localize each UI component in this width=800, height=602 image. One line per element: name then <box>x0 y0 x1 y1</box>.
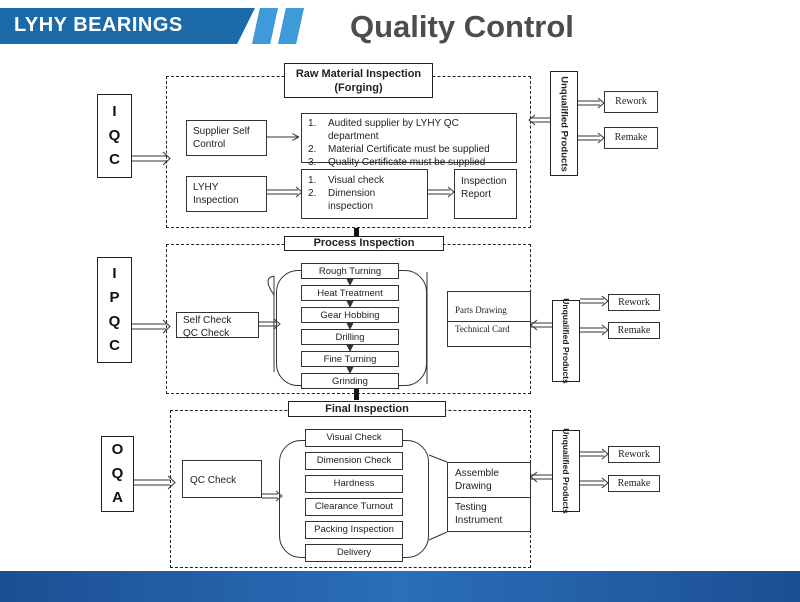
ipqc-step: Heat Treatment <box>301 285 399 301</box>
ipqc-remake-label: Remake <box>617 325 651 336</box>
footer-band <box>0 571 800 602</box>
oqa-remake-label: Remake <box>617 478 651 489</box>
iqc-letter: Q <box>108 127 121 144</box>
oqa-step: Visual Check <box>305 429 403 447</box>
ipqc-label: I P Q C <box>97 257 132 363</box>
iqc-unqualified-label: Unqualified Products <box>558 75 570 172</box>
self-check-label: Self Check <box>183 315 232 326</box>
oqa-letter: O <box>111 441 124 458</box>
technical-card-label: Technical Card <box>455 324 510 334</box>
iqc-title-line2: (Forging) <box>334 82 383 94</box>
testing-instrument-label: Testing Instrument <box>455 502 503 526</box>
oqa-letter: Q <box>111 465 124 482</box>
supplier-requirements: 1.Audited supplier by LYHY QC department… <box>301 113 517 168</box>
iqc-title-line1: Raw Material Inspection <box>295 68 422 80</box>
ipqc-rework: Rework <box>608 294 660 311</box>
oqa-rework: Rework <box>608 446 660 463</box>
supplier-self-control: Supplier Self Control <box>186 120 267 156</box>
oqa-unqualified-label: Unqualified Products <box>561 428 571 514</box>
lyhy-inspection: LYHY Inspection <box>186 176 267 212</box>
ipqc-step: Grinding <box>301 373 399 389</box>
parts-drawing-technical-card: Parts Drawing Technical Card <box>447 291 531 347</box>
ipqc-letter: C <box>109 337 120 354</box>
ipqc-letter: I <box>112 265 117 282</box>
inspection-report: Inspection Report <box>454 169 517 219</box>
ipqc-remake: Remake <box>608 322 660 339</box>
requirement-item: 2.Material Certificate must be supplied <box>308 144 490 155</box>
qc-check-label: QC Check <box>183 328 230 339</box>
oqa-unqualified-products: Unqualified Products <box>552 428 580 514</box>
ipqc-title: Process Inspection <box>284 236 444 251</box>
ipqc-rework-label: Rework <box>618 297 650 308</box>
parts-drawing-label: Parts Drawing <box>455 305 507 315</box>
iqc-title: Raw Material Inspection (Forging) <box>284 63 433 98</box>
oqa-step: Packing Inspection <box>305 521 403 539</box>
oqa-remake: Remake <box>608 475 660 492</box>
oqa-step: Clearance Turnout <box>305 498 403 516</box>
iqc-remake-label: Remake <box>614 132 648 143</box>
ipqc-step: Gear Hobbing <box>301 307 399 323</box>
ipqc-title-label: Process Inspection <box>313 237 415 249</box>
oqa-title: Final Inspection <box>288 401 446 417</box>
self-check-qc-check: Self Check QC Check <box>176 312 259 339</box>
iqc-letter: I <box>112 103 117 120</box>
ipqc-letter: P <box>109 289 120 306</box>
ipqc-letter: Q <box>108 313 121 330</box>
oqa-step: Hardness <box>305 475 403 493</box>
requirement-item: 3.Quality Certificate must be supplied <box>308 157 486 168</box>
iqc-letter: C <box>109 151 120 168</box>
lyhy-inspection-label: LYHY Inspection <box>193 182 239 206</box>
ipqc-step: Drilling <box>301 329 399 345</box>
brand-banner: LYHY BEARINGS <box>0 8 255 44</box>
oqa-label: O Q A <box>101 436 134 512</box>
inspection-report-label: Inspection Report <box>461 176 507 200</box>
iqc-remake: Remake <box>604 127 658 149</box>
iqc-rework: Rework <box>604 91 658 113</box>
iqc-rework-label: Rework <box>615 96 647 107</box>
supplier-self-control-label: Supplier Self Control <box>193 126 250 150</box>
page-title: Quality Control <box>350 9 574 44</box>
check-item: 2.Dimension inspection <box>308 188 376 212</box>
oqa-qc-check-label: QC Check <box>190 475 237 486</box>
iqc-unqualified-products: Unqualified Products <box>550 71 578 176</box>
oqa-step: Delivery <box>305 544 403 562</box>
ipqc-unqualified-products: Unqualified Products <box>552 298 580 384</box>
assemble-drawing-testing-instrument: Assemble Drawing Testing Instrument <box>447 462 531 532</box>
ipqc-step: Rough Turning <box>301 263 399 279</box>
requirement-item: 1.Audited supplier by LYHY QC department <box>308 118 459 142</box>
ipqc-step: Fine Turning <box>301 351 399 367</box>
iqc-label: I Q C <box>97 94 132 178</box>
oqa-qc-check: QC Check <box>182 460 262 498</box>
ipqc-unqualified-label: Unqualified Products <box>561 298 571 384</box>
brand-name: LYHY BEARINGS <box>14 14 183 36</box>
oqa-letter: A <box>112 489 123 506</box>
oqa-step: Dimension Check <box>305 452 403 470</box>
assemble-drawing-label: Assemble Drawing <box>455 468 499 492</box>
oqa-title-label: Final Inspection <box>325 403 409 415</box>
check-item: 1.Visual check <box>308 175 384 186</box>
oqa-rework-label: Rework <box>618 449 650 460</box>
visual-dimension-checks: 1.Visual check 2.Dimension inspection <box>301 169 428 219</box>
